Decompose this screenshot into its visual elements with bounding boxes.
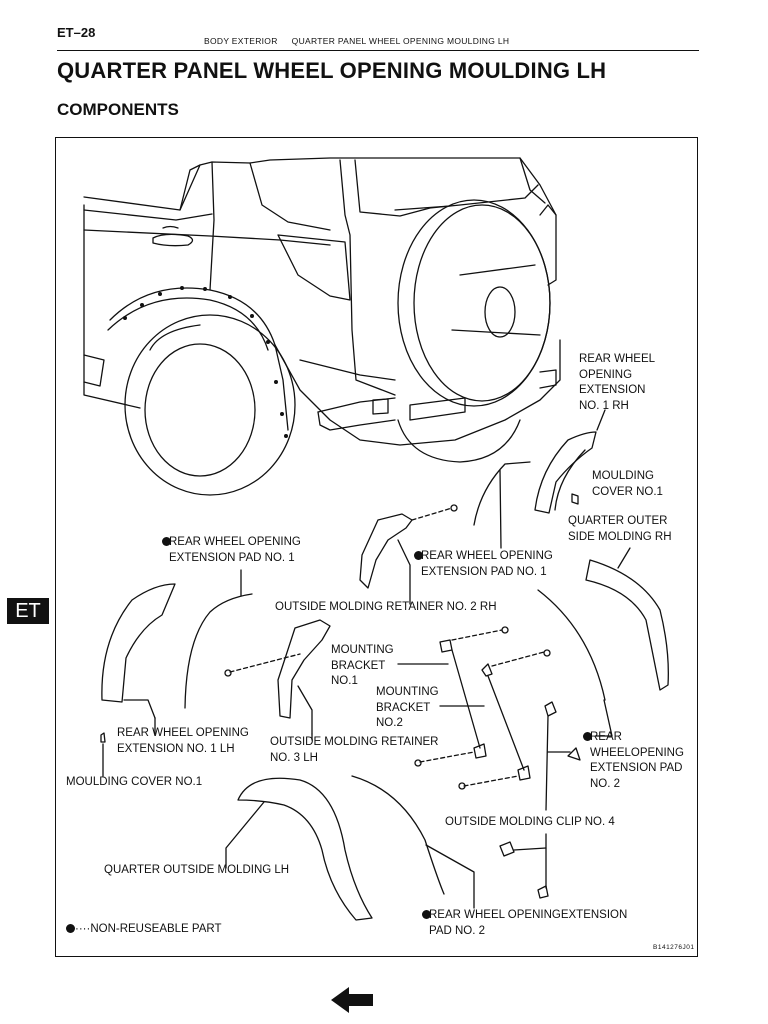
components-figure <box>55 137 698 957</box>
quarter-outer-rh-part <box>585 547 669 691</box>
label-pad1-right: REAR WHEEL OPENING EXTENSION PAD NO. 1 <box>414 549 553 580</box>
back-button[interactable] <box>331 986 375 1014</box>
brackets-part <box>397 626 551 790</box>
vehicle-outline <box>83 157 561 496</box>
label-quarter-outer-rh: QUARTER OUTER SIDE MOLDING RH <box>568 515 672 543</box>
label-moulding-cover-lh: MOULDING COVER NO.1 <box>66 776 203 788</box>
pad2-rear-leader <box>595 699 613 737</box>
label-pad2-bottom-text: REAR WHEEL OPENINGEXTENSION PAD NO. 2 <box>429 909 628 937</box>
non-reusable-dot-icon <box>422 910 431 919</box>
non-reusable-dot-icon <box>583 732 592 741</box>
label-moulding-cover-rh: MOULDING COVER NO.1 <box>592 470 663 498</box>
pad2-bottom-strip <box>351 775 445 895</box>
page-code: ET–28 <box>57 25 96 40</box>
retainer2-rh-part <box>359 504 458 605</box>
pad1-right-strip <box>473 461 531 526</box>
pad2-bottom-leader <box>425 844 475 909</box>
label-pad2-rear-text: REAR WHEELOPENING EXTENSION PAD NO. 2 <box>590 731 684 790</box>
label-pad1-left-text: REAR WHEEL OPENING EXTENSION PAD NO. 1 <box>169 536 301 564</box>
rh-extension-part <box>534 409 606 514</box>
vehicle-clip-holes <box>123 286 288 438</box>
label-clip4: OUTSIDE MOLDING CLIP NO. 4 <box>445 816 615 828</box>
label-pad2-bottom: REAR WHEEL OPENINGEXTENSION PAD NO. 2 <box>422 908 627 939</box>
label-pad1-right-text: REAR WHEEL OPENING EXTENSION PAD NO. 1 <box>421 550 553 578</box>
label-quarter-outside-lh: QUARTER OUTSIDE MOLDING LH <box>104 864 290 876</box>
label-retainer2-rh: OUTSIDE MOLDING RETAINER NO. 2 RH <box>275 601 497 613</box>
header-divider <box>57 50 699 51</box>
label-pad2-rear: REAR WHEELOPENING EXTENSION PAD NO. 2 <box>583 730 684 792</box>
pad1-left-strip <box>184 593 253 709</box>
clip4-part <box>499 701 581 899</box>
label-rh-extension: REAR WHEEL OPENING EXTENSION NO. 1 RH <box>579 353 656 412</box>
section-title: COMPONENTS <box>57 100 179 119</box>
moulding-cover-lh-part <box>100 732 106 743</box>
pad2-rear-strip <box>537 589 606 701</box>
quarter-outside-lh-part <box>225 777 373 921</box>
non-reusable-dot-icon <box>414 551 423 560</box>
label-retainer3-lh: OUTSIDE MOLDING RETAINER NO. 3 LH <box>270 736 439 764</box>
moulding-cover-rh-part <box>571 493 579 505</box>
label-extension-lh: REAR WHEEL OPENING EXTENSION NO. 1 LH <box>117 727 249 755</box>
non-reusable-dot-icon <box>66 924 75 933</box>
label-bracket2: MOUNTING BRACKET NO.2 <box>376 686 439 729</box>
header-subsection: QUARTER PANEL WHEEL OPENING MOULDING LH <box>291 36 510 46</box>
figure-id: B141276J01 <box>653 944 695 951</box>
extension-lh-part <box>101 583 176 719</box>
legend-non-reusable: ····NON-REUSEABLE PART <box>66 922 222 938</box>
left-arrow-icon <box>331 987 373 1013</box>
legend-text: ····NON-REUSEABLE PART <box>75 923 222 935</box>
section-tab-et[interactable]: ET <box>7 598 49 624</box>
non-reusable-dot-icon <box>162 537 171 546</box>
label-bracket1: MOUNTING BRACKET NO.1 <box>331 644 394 687</box>
label-pad1-left: REAR WHEEL OPENING EXTENSION PAD NO. 1 <box>162 535 301 566</box>
page-title: QUARTER PANEL WHEEL OPENING MOULDING LH <box>57 58 607 83</box>
header-section: BODY EXTERIOR <box>204 36 278 46</box>
pad1-right-leader <box>499 469 502 549</box>
retainer3-lh-part <box>224 619 331 735</box>
header-breadcrumb: BODY EXTERIOR QUARTER PANEL WHEEL OPENING… <box>204 36 509 46</box>
